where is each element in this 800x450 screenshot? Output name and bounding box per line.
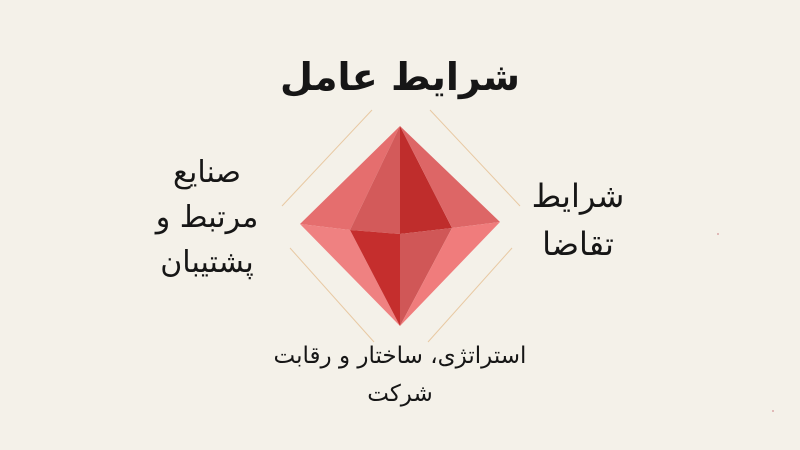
diamond-frame: [281, 109, 521, 343]
frame-line-bottom-left: [289, 247, 375, 343]
facet-right-lower: [400, 222, 500, 326]
diamond-gem: [300, 126, 500, 326]
facet-left-mid-lower: [350, 230, 400, 326]
facet-left-mid-upper: [350, 126, 400, 234]
decorative-speck: [717, 233, 719, 235]
facet-right-upper: [400, 126, 500, 228]
frame-line-bottom-right: [427, 247, 513, 343]
facet-left-upper: [300, 126, 400, 230]
label-factor-conditions: شرایط عامل: [280, 55, 520, 99]
decorative-speck: [772, 410, 774, 412]
facet-right-mid-upper: [400, 126, 452, 234]
label-related-supporting-industries: صنایع مرتبط و پشتیبان: [155, 155, 259, 280]
facet-left-lower: [300, 224, 400, 326]
label-firm-strategy-structure-rivalry: استراتژی، ساختار و رقابت شرکت: [273, 343, 527, 407]
frame-line-top-right: [429, 109, 521, 207]
label-demand-conditions: شرایط تقاضا: [531, 177, 625, 263]
frame-line-top-left: [281, 109, 373, 207]
